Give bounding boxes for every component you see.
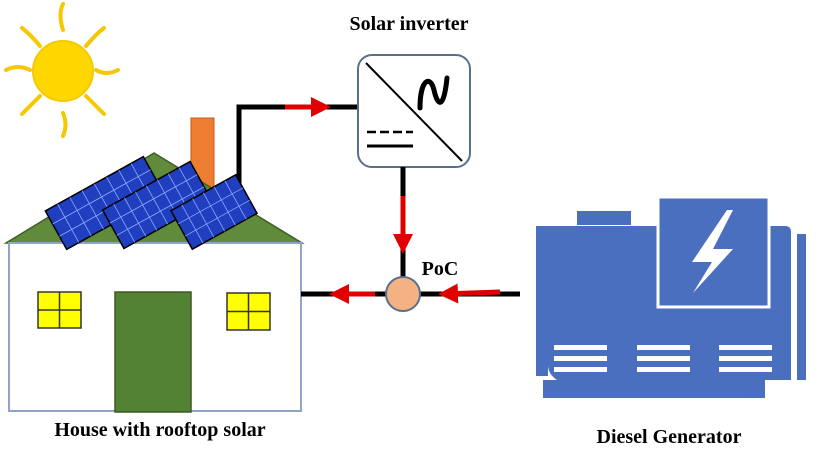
door (114, 291, 192, 413)
inverter-label: Solar inverter (349, 13, 468, 35)
lightning-bolt-icon (692, 210, 733, 293)
window-left (37, 291, 82, 329)
wire-panels-to-inverter (236, 104, 358, 190)
house (3, 117, 305, 413)
solar-panels (44, 155, 259, 251)
poc-label: PoC (422, 258, 459, 280)
dc-ac-inverter-icon (357, 54, 471, 168)
poc-node (385, 276, 421, 312)
solar-panel (101, 160, 213, 250)
generator-label: Diesel Generator (597, 426, 742, 448)
generator-vents (554, 345, 772, 372)
sun-icon (4, 2, 120, 138)
diesel-generator (536, 195, 806, 398)
solar-panel (169, 173, 259, 251)
window-right (226, 292, 271, 331)
flow-arrow-generator-to-poc (438, 283, 501, 304)
house-label: House with rooftop solar (54, 419, 265, 441)
